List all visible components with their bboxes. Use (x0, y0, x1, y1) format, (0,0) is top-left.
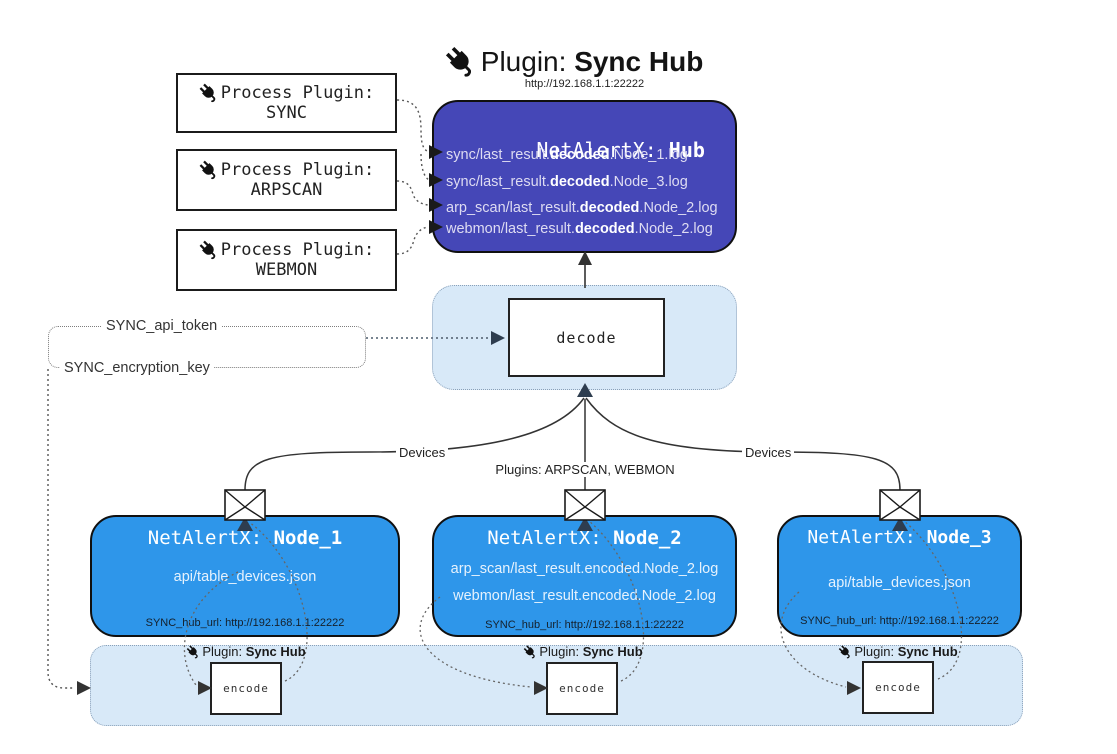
hub-url-label: http://192.168.1.1:22222 (524, 78, 645, 90)
node-hub-url: SYNC_hub_url: http://192.168.1.1:22222 (485, 619, 684, 631)
node-hub-url: SYNC_hub_url: http://192.168.1.1:22222 (145, 617, 345, 629)
page-title: Plugin: Sync Hub (0, 14, 1117, 110)
plug-icon (838, 645, 852, 659)
plug-icon (186, 645, 200, 659)
arpscan-plugin-link (396, 180, 429, 206)
hub-box: NetAlertX: Hub sync/last_result.decoded.… (432, 100, 737, 253)
process-plugin-label: Process Plugin: (220, 83, 375, 103)
plug-icon (523, 645, 537, 659)
settings-to-encoders-link (47, 369, 75, 689)
process-plugin-name: SYNC (266, 103, 307, 123)
sync-plugin-link (420, 153, 430, 181)
decode-box: decode (508, 298, 665, 377)
encode-plugin-label: Plugin: Sync Hub (186, 644, 306, 659)
plug-icon (199, 83, 219, 103)
webmon-plugin-link (396, 226, 429, 255)
node-file-line: arp_scan/last_result.encoded.Node_2.log (450, 561, 719, 577)
hub-title-prefix: NetAlertX: (536, 138, 669, 162)
process-plugin-box-sync: Process Plugin: SYNC (176, 73, 397, 133)
arrowhead-up (578, 251, 592, 265)
process-plugin-name: WEBMON (255, 260, 318, 280)
node-title: NetAlertX: Node_2 (487, 527, 682, 549)
encode-box: encode (546, 662, 618, 715)
node-file-line: webmon/last_result.encoded.Node_2.log (453, 588, 716, 604)
encode-plugin-label: Plugin: Sync Hub (838, 644, 958, 659)
hub-log-line: sync/last_result.decoded.Node_3.log (446, 174, 688, 190)
node-file-line: api/table_devices.json (828, 575, 971, 591)
arrowhead-right (77, 681, 91, 695)
encode-box: encode (862, 661, 934, 714)
hub-log-line: arp_scan/last_result.decoded.Node_2.log (446, 200, 718, 216)
plug-icon (199, 160, 219, 180)
page-title-bold: Sync Hub (574, 46, 704, 77)
node-file-line: api/table_devices.json (173, 569, 317, 585)
process-plugin-name: ARPSCAN (250, 180, 323, 200)
hub-title-name: Hub (668, 138, 705, 162)
hub-title: NetAlertX: Hub (434, 114, 735, 186)
hub-log-line: webmon/last_result.decoded.Node_2.log (446, 221, 713, 237)
process-plugin-label: Process Plugin: (220, 160, 375, 180)
node-box-node3: NetAlertX: Node_3 api/table_devices.json… (777, 515, 1022, 637)
page-title-text: Plugin: (480, 46, 575, 77)
plugins-label-center: Plugins: ARPSCAN, WEBMON (492, 462, 678, 477)
plug-icon (199, 240, 219, 260)
node-hub-url: SYNC_hub_url: http://192.168.1.1:22222 (800, 615, 999, 627)
sync-encryption-key-label: SYNC_encryption_key (60, 360, 214, 376)
encode-box: encode (210, 662, 282, 715)
node-title: NetAlertX: Node_1 (147, 527, 343, 549)
node-box-node2: NetAlertX: Node_2 arp_scan/last_result.e… (432, 515, 737, 637)
node-title: NetAlertX: Node_3 (807, 527, 992, 548)
sync-api-token-label: SYNC_api_token (102, 318, 222, 334)
plug-icon (445, 46, 477, 78)
devices-label-right: Devices (742, 445, 795, 460)
encode-plugin-label: Plugin: Sync Hub (523, 644, 643, 659)
process-plugin-box-arpscan: Process Plugin: ARPSCAN (176, 149, 397, 211)
hub-log-line: sync/last_result.decoded.Node_1.log (446, 147, 688, 163)
node-box-node1: NetAlertX: Node_1 api/table_devices.json… (90, 515, 400, 637)
devices-label-left: Devices (396, 445, 449, 460)
process-plugin-box-webmon: Process Plugin: WEBMON (176, 229, 397, 291)
process-plugin-label: Process Plugin: (220, 240, 375, 260)
